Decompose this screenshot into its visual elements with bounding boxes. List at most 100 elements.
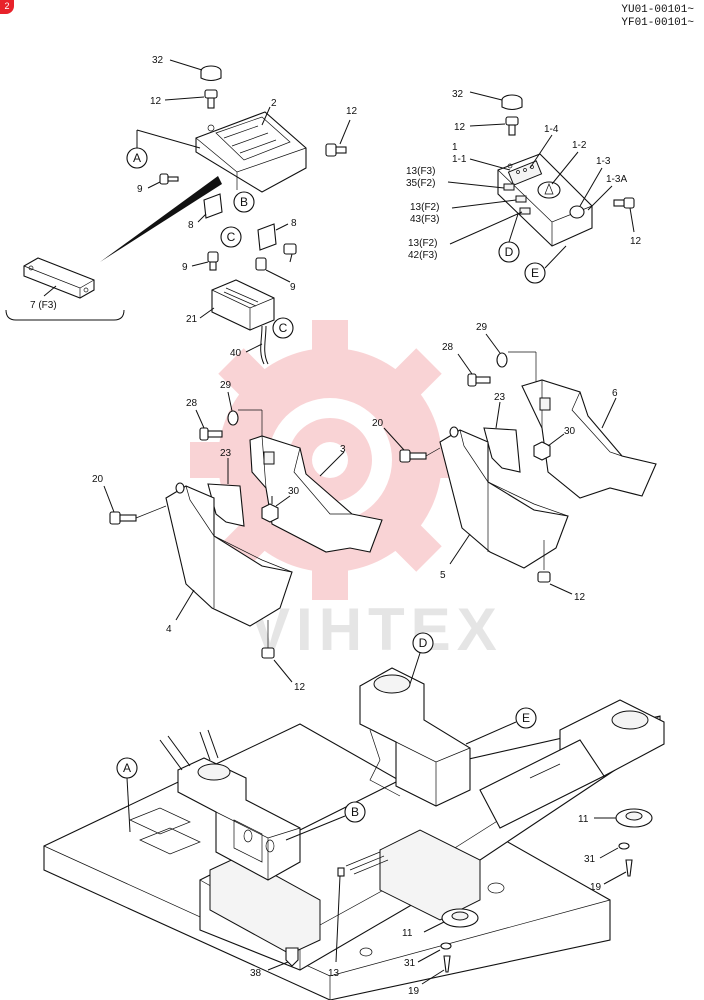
label-panel-5: 5 xyxy=(440,570,446,581)
right-rail-mount-hole xyxy=(611,710,649,730)
label-console-1: 1 xyxy=(452,142,458,153)
panel-7-shape xyxy=(23,257,95,299)
panel-4-grommet xyxy=(175,482,185,494)
mount-11-b-center xyxy=(625,811,643,821)
label-screw-19-b: 19 xyxy=(590,882,602,893)
label-console-1-4: 1-4 xyxy=(544,124,559,135)
label-plate-23-a: 23 xyxy=(220,448,232,459)
label-console-1-3: 1-3 xyxy=(596,156,611,167)
serial-line-2: YF01-00101~ xyxy=(621,17,694,29)
nut-30-b xyxy=(533,441,551,461)
cap-32-right-body xyxy=(501,100,523,111)
clip-13 xyxy=(337,867,345,877)
bolt-12-head xyxy=(204,89,218,99)
callout-b-upper xyxy=(233,191,255,213)
plate-23-a xyxy=(207,483,245,527)
label-switch-13f2-a: 13(F2) xyxy=(410,202,439,213)
callout-c-lower xyxy=(272,317,294,339)
cover-2-assembly: 32 12 2 12 A xyxy=(100,55,358,365)
callout-e-lower-letter: E xyxy=(522,711,530,725)
label-bolt-12-f: 12 xyxy=(574,592,586,603)
callout-e-upper-letter: E xyxy=(531,266,539,280)
panel-5-grommet xyxy=(449,426,459,438)
label-bolt-20-b: 20 xyxy=(372,418,384,429)
bolt-28-b xyxy=(467,373,477,387)
callout-c-upper-letter: C xyxy=(227,230,236,244)
label-washer-29-a: 29 xyxy=(220,380,232,391)
label-plate-23-b: 23 xyxy=(494,392,506,403)
washer-29-b xyxy=(496,352,508,368)
bolt-20-a xyxy=(109,511,121,525)
label-panel-4: 4 xyxy=(166,624,172,635)
bolt-12-right-shank xyxy=(335,146,347,154)
label-panel-3: 3 xyxy=(340,444,346,455)
screw-9-b xyxy=(283,243,297,255)
callout-b-lower-letter: B xyxy=(351,805,359,819)
label-switch-35f2: 35(F2) xyxy=(406,178,435,189)
bolt-20-a-shank xyxy=(119,514,137,522)
label-bolt-28-b: 28 xyxy=(442,342,454,353)
label-screw-19-a: 19 xyxy=(408,986,420,997)
callout-e-upper xyxy=(524,262,546,284)
label-cover-2: 2 xyxy=(271,98,277,109)
label-cap-32-right: 32 xyxy=(452,89,464,100)
screw-9-c xyxy=(255,257,267,271)
label-washer-31-a: 31 xyxy=(404,958,416,969)
console-switch-f2 xyxy=(515,195,527,203)
serial-range: YU01-00101~ YF01-00101~ xyxy=(621,4,694,30)
label-screw-9-c: 9 xyxy=(182,262,188,273)
plug-38 xyxy=(285,947,299,967)
frame-center-box xyxy=(379,829,481,921)
bolt-12-f xyxy=(537,571,551,583)
tower-d-shape xyxy=(359,667,471,807)
callout-c-upper xyxy=(220,226,242,248)
console-switch-f3 xyxy=(503,183,515,191)
console-key-switch xyxy=(569,205,585,219)
bolt-12-c-head xyxy=(505,116,519,126)
tower-d-top-hole xyxy=(373,674,411,694)
bolt-20-b-shank xyxy=(409,452,427,460)
label-screw-9-a: 9 xyxy=(137,184,143,195)
label-bolt-12-a: 12 xyxy=(150,96,162,107)
console-knob xyxy=(537,181,561,199)
label-bolt-12-d: 12 xyxy=(630,236,642,247)
label-bolt-12-c: 12 xyxy=(454,122,466,133)
bolt-28-a xyxy=(199,427,209,441)
callout-a-upper-letter: A xyxy=(133,151,141,165)
label-washer-29-b: 29 xyxy=(476,322,488,333)
left-seat-hole xyxy=(197,763,231,781)
label-console-1-1: 1-1 xyxy=(452,154,467,165)
label-bracket-8-b: 8 xyxy=(291,218,297,229)
page-corner-badge: 2 xyxy=(0,0,14,14)
callout-d-lower-letter: D xyxy=(419,636,428,650)
plate-23-b xyxy=(483,427,521,473)
label-plug-38: 38 xyxy=(250,968,262,979)
callout-a-lower-letter: A xyxy=(123,761,131,775)
label-mount-11-b: 11 xyxy=(578,814,589,825)
label-cable-40: 40 xyxy=(230,348,242,359)
label-washer-31-b: 31 xyxy=(584,854,596,865)
right-rail-beam xyxy=(479,739,605,829)
bolt-20-b xyxy=(399,449,411,463)
panel-7-group: 7 (F3) xyxy=(5,257,125,321)
washer-31-b xyxy=(618,842,630,850)
label-panel-7: 7 (F3) xyxy=(30,300,57,311)
label-clip-13: 13 xyxy=(328,968,340,979)
mount-11-a-center xyxy=(451,911,469,921)
label-bolt-12-b: 12 xyxy=(346,106,358,117)
screw-9-a xyxy=(159,173,169,185)
label-screw-9-b: 9 xyxy=(290,282,296,293)
label-bolt-12-e: 12 xyxy=(294,682,306,693)
screw-9-d xyxy=(207,251,219,263)
label-cap-32: 32 xyxy=(152,55,164,66)
callout-a-upper xyxy=(126,147,148,169)
bolt-12-right-head xyxy=(325,143,337,157)
serial-line-1: YU01-00101~ xyxy=(621,4,694,16)
bolt-12-c-shank xyxy=(508,124,516,136)
screw-19-b xyxy=(625,859,633,877)
label-switch-13f3: 13(F3) xyxy=(406,166,435,177)
label-mount-11-a: 11 xyxy=(402,928,413,939)
label-panel-6: 6 xyxy=(612,388,618,399)
washer-29-a xyxy=(227,410,239,426)
